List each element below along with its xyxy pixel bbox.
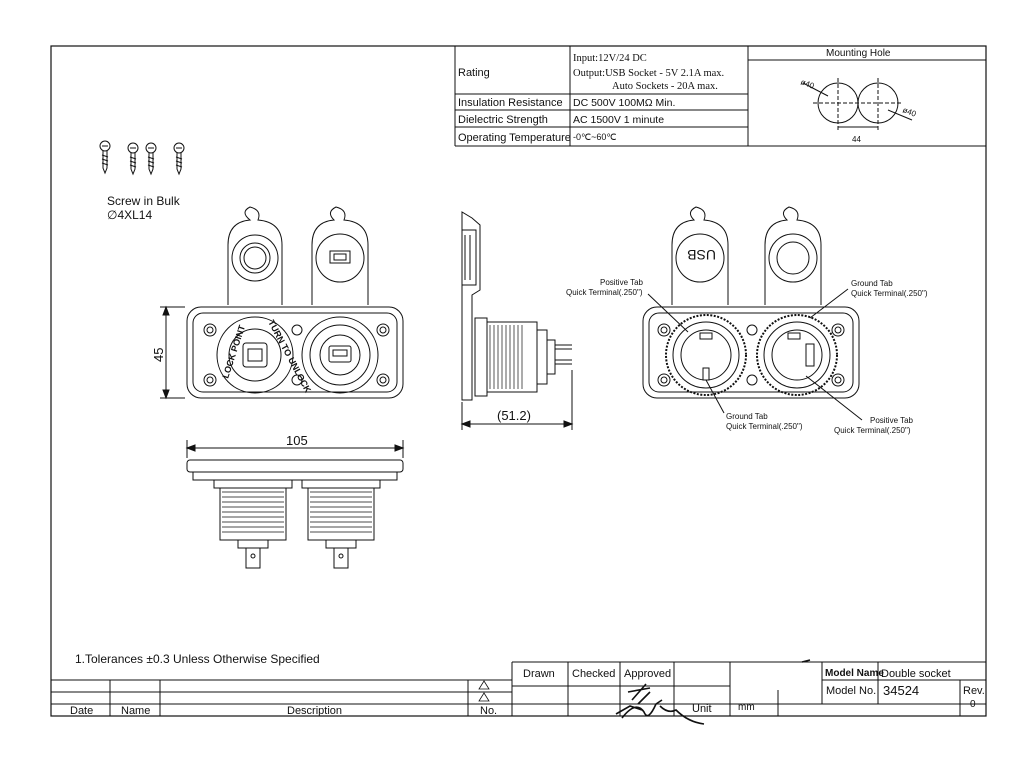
drawing-border bbox=[50, 45, 987, 717]
screw-icon bbox=[99, 140, 111, 175]
ground-left-label-2: Quick Terminal(.250") bbox=[726, 422, 803, 431]
spec-table: Rating Input:12V/24 DC Output:USB Socket… bbox=[454, 46, 986, 147]
screw-icon bbox=[173, 142, 185, 176]
screw-icon bbox=[145, 142, 157, 176]
drawn-label: Drawn bbox=[523, 668, 555, 680]
model-no-label: Model No. bbox=[826, 685, 876, 697]
mounting-spacing: 44 bbox=[852, 135, 861, 144]
dielectric-value: AC 1500V 1 minute bbox=[573, 114, 664, 126]
screw-icon bbox=[127, 142, 139, 176]
revision-table: Date Name Description No. bbox=[51, 662, 986, 717]
dielectric-label: Dielectric Strength bbox=[458, 114, 548, 126]
mounting-hole-box: Mounting Hole ø40 ø40 44 bbox=[748, 48, 986, 144]
screw-group: Screw in Bulk ∅4XL14 bbox=[99, 140, 185, 222]
ground-right-label-2: Quick Terminal(.250") bbox=[851, 289, 928, 298]
dim-depth: (51.2) bbox=[497, 408, 531, 423]
dim-height: 45 bbox=[151, 348, 166, 362]
rev-name-header: Name bbox=[121, 705, 150, 717]
approval-signature bbox=[615, 683, 705, 725]
title-block: Drawn Checked Approved Unit mm Model Nam… bbox=[512, 659, 986, 725]
checked-label: Checked bbox=[572, 668, 615, 680]
ground-right-label-1: Ground Tab bbox=[851, 279, 893, 288]
pos-right-label-2: Quick Terminal(.250") bbox=[834, 426, 911, 435]
side-view: (51.2) bbox=[460, 211, 574, 430]
bottom-view: 105 bbox=[185, 433, 405, 569]
mounting-hole-title: Mounting Hole bbox=[826, 48, 891, 59]
tolerance-note: 1.Tolerances ±0.3 Unless Otherwise Speci… bbox=[75, 652, 320, 666]
rev-label: Rev. bbox=[963, 685, 985, 697]
front-view: LOCK POINT TURN TO UNLOCK 45 bbox=[151, 206, 404, 400]
rev-value: 0 bbox=[970, 699, 976, 710]
approved-label: Approved bbox=[624, 668, 671, 680]
rear-view: USB Positive Tab Quick Terminal(.250") G… bbox=[566, 206, 928, 435]
unit-label: Unit bbox=[692, 703, 712, 715]
screw-size: ∅4XL14 bbox=[107, 208, 152, 222]
model-name-value: Double socket bbox=[881, 668, 951, 680]
rating-input: Input:12V/24 DC bbox=[573, 53, 647, 64]
rating-output-auto: Auto Sockets - 20A max. bbox=[612, 81, 718, 92]
rev-date-header: Date bbox=[70, 705, 93, 717]
pos-left-label-1: Positive Tab bbox=[600, 278, 644, 287]
rating-output-usb: Output:USB Socket - 5V 2.1A max. bbox=[573, 68, 724, 79]
pos-right-label-1: Positive Tab bbox=[870, 416, 914, 425]
model-name-label: Model Name bbox=[825, 668, 884, 679]
ground-left-label-1: Ground Tab bbox=[726, 412, 768, 421]
dim-width: 105 bbox=[286, 433, 308, 448]
turn-ring-label: TURN TO UNLOCK bbox=[266, 318, 313, 395]
usb-cap-label: USB bbox=[687, 247, 716, 263]
rev-no-header: No. bbox=[480, 705, 497, 717]
temp-value: -0℃~60℃ bbox=[573, 132, 616, 142]
pos-left-label-2: Quick Terminal(.250") bbox=[566, 288, 643, 297]
insulation-value: DC 500V 100MΩ Min. bbox=[573, 97, 675, 109]
screw-title: Screw in Bulk bbox=[107, 194, 181, 208]
rating-label: Rating bbox=[458, 67, 490, 79]
temp-label: Operating Temperature bbox=[458, 132, 571, 144]
unit-value: mm bbox=[738, 702, 755, 713]
insulation-label: Insulation Resistance bbox=[458, 97, 563, 109]
model-no-value: 34524 bbox=[883, 683, 919, 698]
rev-description-header: Description bbox=[287, 705, 342, 717]
